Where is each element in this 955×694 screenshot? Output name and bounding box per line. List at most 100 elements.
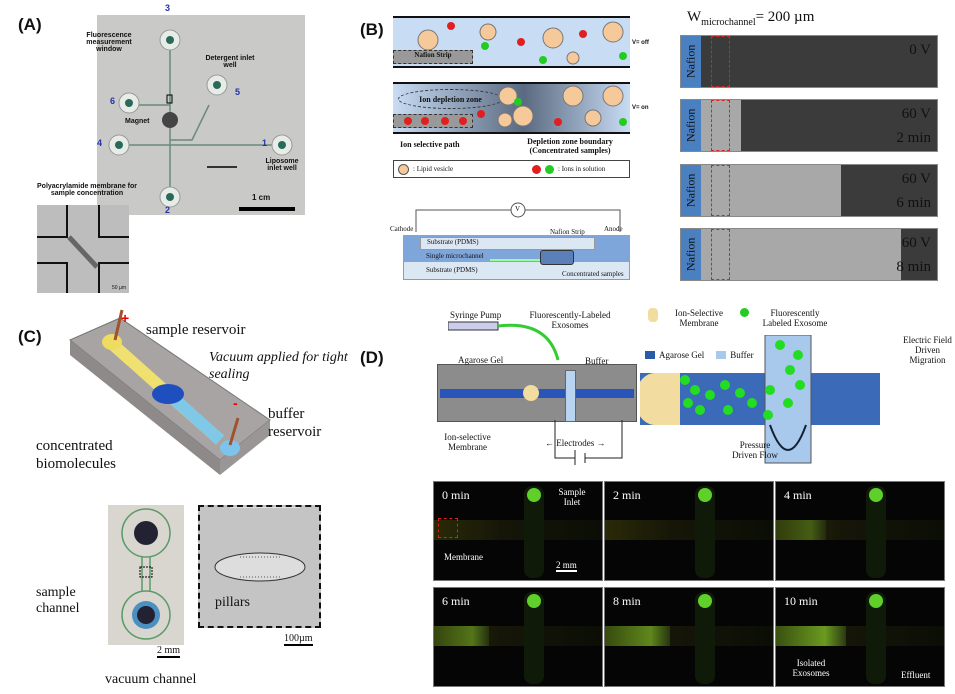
- vesicle-icon: [398, 163, 409, 175]
- isolated-exosomes-label: Isolated Exosomes: [792, 658, 830, 678]
- chip-channels: [108, 29, 295, 211]
- v-off-channel: Nafion Strip: [393, 16, 630, 68]
- frame-time: 4 min: [784, 488, 812, 502]
- voltage-label: 0 V: [909, 42, 931, 58]
- ion-membrane-label: Ion-selective Membrane: [444, 432, 491, 452]
- legend-agarose: Agarose Gel: [659, 350, 705, 360]
- device-3d-model: [69, 309, 271, 475]
- fluorescence-frame-2: 4 min: [775, 481, 945, 581]
- time-label: 8 min: [896, 259, 931, 275]
- buffer-swatch: [716, 351, 727, 359]
- sample-channel-label: sample channel: [36, 585, 80, 617]
- sample-reservoir-label: sample reservoir: [146, 322, 246, 338]
- v-on-label: V= on: [632, 105, 649, 111]
- frame-time: 0 min: [442, 488, 470, 502]
- sample-inlet-label: Sample Inlet: [558, 487, 586, 507]
- agarose-label: Agarose Gel: [458, 355, 504, 365]
- fluorescence-frame-4: 8 min: [604, 587, 774, 687]
- boundary-text: Depletion zone boundary: [527, 137, 613, 146]
- legend-buffer: Buffer: [730, 350, 754, 360]
- width-value: = 200 µm: [755, 9, 815, 25]
- vacuum-channel-label: vacuum channel: [105, 672, 197, 687]
- concentrated-text: (Concentrated samples): [529, 146, 611, 155]
- buffer-reservoir-label: buffer reservoir: [268, 406, 322, 440]
- device-photo: [108, 505, 184, 645]
- width-sub: microchannel: [701, 17, 756, 28]
- nafion-tag: Nafion: [681, 165, 701, 216]
- minus-terminal: -: [233, 395, 238, 411]
- buffer-label: Buffer: [585, 356, 609, 366]
- legend-vesicle: : Lipid vesicle: [413, 165, 454, 173]
- boundary-label: Depletion zone boundary(Concentrated sam…: [520, 137, 620, 155]
- nafion-tag: Nafion: [681, 229, 701, 280]
- electrodes-label: ← Electrodes →: [545, 438, 606, 448]
- membrane-legend-icon: [648, 308, 658, 322]
- nafion-strip-0v: Nafion 0 V: [680, 35, 938, 88]
- panel-c-label: (C): [18, 327, 42, 346]
- magnet-label: Magnet: [125, 118, 150, 125]
- concentrated-label: Concentrated samples: [562, 270, 624, 278]
- device-cross-section: V Cathode Anode Substrate (PDMS) Single …: [390, 200, 630, 282]
- detergent-label: Detergent inlet well: [205, 55, 255, 69]
- vacuum-label: Vacuum applied for tight sealing: [209, 350, 348, 382]
- fluorescence-frame-3: 6 min: [433, 587, 603, 687]
- sem-inset: [198, 505, 321, 628]
- inset-scale: 50 µm: [112, 285, 126, 291]
- fluorescence-window-label: Fluorescence measurement window: [86, 32, 132, 53]
- time-label: 6 min: [896, 195, 931, 211]
- pressure-flow-label: Pressure Driven Flow: [732, 440, 778, 460]
- labeled-exosomes-label: Fluorescently-Labeled Exosomes: [529, 310, 611, 330]
- v-on-channel: Ion depletion zone: [393, 82, 630, 134]
- width-label: Wmicrochannel= 200 µm: [687, 9, 814, 28]
- nafion-strip: Nafion Strip: [393, 50, 473, 64]
- nafion-tag: Nafion: [681, 36, 701, 87]
- panel-a-label: (A): [18, 15, 42, 34]
- frame-time: 6 min: [442, 594, 470, 608]
- concentrated-label-c: concentrated biomolecules: [36, 438, 116, 472]
- effluent-label: Effluent: [901, 670, 931, 680]
- concentration-schematic: [640, 335, 880, 464]
- substrate-top: Substrate (PDMS): [420, 237, 595, 250]
- panel-d-label: (D): [360, 348, 384, 367]
- cation-icon: [532, 164, 541, 174]
- agarose-device: [437, 364, 637, 422]
- well-5: 5: [235, 87, 241, 97]
- ion-path-label: Ion selective path: [400, 140, 460, 149]
- device-schematic: [448, 321, 560, 361]
- voltmeter-label: V: [515, 205, 521, 213]
- channel-label: Single microchannel: [426, 252, 484, 260]
- time-label: 2 min: [896, 130, 931, 146]
- plus-terminal: +: [121, 310, 130, 326]
- membrane-label-d: Membrane: [444, 552, 483, 562]
- electrodes-text: Electrodes: [556, 438, 595, 448]
- ion-selective-path: [393, 114, 473, 128]
- legend-d: Ion-Selective Membrane Fluorescently Lab…: [648, 308, 835, 328]
- magnet-icon: [162, 112, 178, 128]
- voltage-label: 60 V: [901, 235, 931, 251]
- substrate-bottom: Substrate (PDMS): [426, 266, 478, 274]
- scale-bar-label: 1 cm: [252, 193, 271, 202]
- electric-field-label: Electric Field Driven Migration: [903, 335, 952, 365]
- pillars-label: pillars: [215, 595, 250, 610]
- voltage-label: 60 V: [901, 106, 931, 122]
- frame-time: 8 min: [613, 594, 641, 608]
- exosome-legend-icon: [740, 308, 749, 317]
- nafion-strip-8min: Nafion 60 V 8 min: [680, 228, 938, 281]
- panel-b-label: (B): [360, 20, 384, 39]
- syringe-label: Syringe Pump: [450, 310, 502, 320]
- legend-d2: Agarose Gel Buffer: [645, 350, 754, 360]
- anode-label: Anode: [604, 225, 623, 233]
- well-4: 4: [97, 138, 103, 148]
- legend-ions: : Ions in solution: [558, 165, 606, 173]
- sem-scale-bar: 100µm: [284, 633, 313, 646]
- syringe-icon: [448, 321, 499, 331]
- photo-scale-bar: 2 mm: [157, 645, 181, 658]
- agarose-swatch: [645, 351, 655, 359]
- fluorescence-frame-1: 2 min: [604, 481, 774, 581]
- liposome-label: Liposome inlet well: [265, 158, 299, 172]
- frame-time: 2 min: [613, 488, 641, 502]
